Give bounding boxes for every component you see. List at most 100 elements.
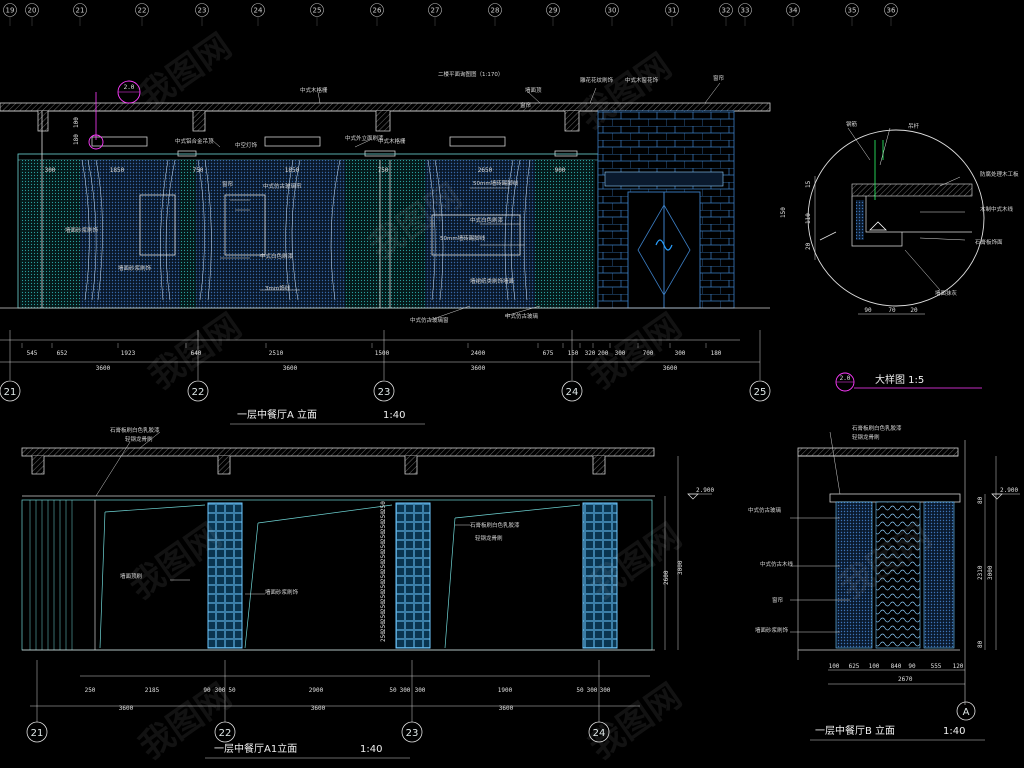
top-axis-bubble bbox=[665, 3, 679, 17]
top-axis-label: 27 bbox=[431, 7, 440, 15]
elevation-a-label: 墙面顶 bbox=[525, 86, 542, 94]
detail-callout-number: 2.0 bbox=[840, 375, 851, 382]
a1-level: 2.900 bbox=[696, 487, 714, 494]
detail-side-dim: 110 bbox=[805, 213, 812, 224]
elevation-a-top-dim: 1850 bbox=[110, 167, 125, 174]
top-axis-label: 22 bbox=[138, 7, 147, 15]
axis-bubble bbox=[187, 380, 209, 402]
top-axis-label: 33 bbox=[741, 7, 750, 15]
elevation-a-seg-dim: 700 bbox=[643, 350, 654, 357]
elevation-a1-label: 墙面顶刷 bbox=[120, 572, 143, 580]
elevation-a1-label: 石膏板刷白色乳胶漆 bbox=[470, 521, 520, 529]
a1-level-marker: 2.900 bbox=[687, 487, 714, 500]
elevation-b-seg-dim: 120 bbox=[953, 663, 964, 670]
top-axis-label: 21 bbox=[76, 7, 85, 15]
top-axis-bubble bbox=[370, 3, 384, 17]
axis-bubble bbox=[0, 380, 21, 402]
elevation-a1-label: 墙面砂浆刷饰 bbox=[265, 588, 299, 596]
elevation-a1-col-dim: 250 bbox=[380, 601, 387, 612]
elevation-a1-seg-dim: 50 bbox=[576, 687, 584, 694]
top-axis-bubble bbox=[428, 3, 442, 17]
elevation-a-axis: 22 bbox=[192, 387, 205, 398]
elevation-a-seg-dim: 320 bbox=[585, 350, 596, 357]
elevation-a-seg-dim: 300 bbox=[675, 350, 686, 357]
detail-dim: 90 bbox=[864, 307, 872, 314]
top-axis-bubble bbox=[605, 3, 619, 17]
elevation-a1-axis: 22 bbox=[219, 728, 232, 739]
elevation-a-inner-dim: 750 bbox=[193, 167, 204, 174]
axis-bubble bbox=[26, 721, 48, 743]
b-axis-label: A bbox=[963, 707, 970, 718]
elevation-a1-col-dim: 250 bbox=[380, 521, 387, 532]
elevation-a1-side-dim: 3000 bbox=[677, 560, 684, 575]
elevation-a-seg-dim: 2400 bbox=[471, 350, 486, 357]
top-axis-bubble bbox=[135, 3, 149, 17]
elevation-a1-col-dim: 250 bbox=[380, 561, 387, 572]
elevation-a1-axis: 21 bbox=[31, 728, 44, 739]
elevation-a-axis: 23 bbox=[378, 387, 391, 398]
detail-label: 木制中式木线 bbox=[980, 205, 1014, 213]
elevation-a-inner-dim: 300 bbox=[45, 167, 56, 174]
axis-bubble bbox=[214, 721, 236, 743]
top-axis-label: 30 bbox=[608, 7, 617, 15]
b-total-dim: 2670 bbox=[898, 676, 913, 683]
axis-bubble bbox=[561, 380, 583, 402]
elevation-a1-col-dim: 250 bbox=[380, 621, 387, 632]
elevation-a-label: 中式木窗花饰 bbox=[625, 76, 659, 84]
elevation-a-label: 窗帘 bbox=[713, 74, 725, 82]
elevation-a-label: 窗帘 bbox=[520, 101, 532, 109]
elevation-a1-seg-dim: 300 bbox=[415, 687, 426, 694]
elevation-a-label: 50mm墙砖踢脚线 bbox=[473, 179, 519, 187]
elevation-a-seg-dim: 640 bbox=[191, 350, 202, 357]
elevation-a1-module-dim: 3600 bbox=[311, 705, 326, 712]
elevation-b-label: 中式仿古木线 bbox=[760, 560, 794, 568]
detail-side-dim: 150 bbox=[780, 207, 787, 218]
top-axis-bubble bbox=[3, 3, 17, 17]
detail-label: 钢筋 bbox=[846, 120, 858, 128]
top-axis-label: 20 bbox=[28, 7, 37, 15]
elevation-b-seg-dim: 625 bbox=[849, 663, 860, 670]
elevation-a1-module-dim: 3600 bbox=[499, 705, 514, 712]
elevation-a-seg-dim: 300 bbox=[615, 350, 626, 357]
b-level: 2.900 bbox=[1000, 487, 1018, 494]
elevation-a-axis: 21 bbox=[4, 387, 17, 398]
top-axis-bubble bbox=[251, 3, 265, 17]
elevation-a1-module-dim: 3600 bbox=[119, 705, 134, 712]
elevation-a-label: 墙裙纸类刷饰墙面 bbox=[470, 277, 515, 285]
top-axis-bubble bbox=[786, 3, 800, 17]
elevation-a-label: 中式铝合金吊顶 bbox=[175, 137, 214, 145]
top-axis-bubble bbox=[195, 3, 209, 17]
elevation-b-scale: 1:40 bbox=[943, 726, 965, 737]
elevation-a-seg-dim: 2510 bbox=[269, 350, 284, 357]
elevation-a-top-dim: 2650 bbox=[478, 167, 493, 174]
elevation-a1-col-dim: 250 bbox=[380, 511, 387, 522]
top-axis-bubble bbox=[25, 3, 39, 17]
elevation-a-module-dim: 3600 bbox=[96, 365, 111, 372]
top-axis-label: 34 bbox=[789, 7, 798, 15]
top-axis-bubble bbox=[546, 3, 560, 17]
elevation-b-label: 中式仿古玻璃 bbox=[748, 506, 782, 514]
elevation-b-seg-dim: 100 bbox=[869, 663, 880, 670]
elevation-a-seg-dim: 1500 bbox=[375, 350, 390, 357]
callout-number: 2.0 bbox=[124, 84, 135, 91]
axis-bubble bbox=[749, 380, 771, 402]
elevation-a1-seg-dim: 300 bbox=[600, 687, 611, 694]
axis-bubble bbox=[401, 721, 423, 743]
elevation-a-scale: 1:40 bbox=[383, 410, 405, 421]
elevation-b-label: 墙面砂浆刷饰 bbox=[755, 626, 789, 634]
elevation-a-inner-dim: 900 bbox=[555, 167, 566, 174]
top-axis-bubble bbox=[488, 3, 502, 17]
elevation-a-module-dim: 3600 bbox=[663, 365, 678, 372]
elevation-a-module-dim: 3600 bbox=[471, 365, 486, 372]
elevation-a1-col-dim: 250 bbox=[380, 501, 387, 512]
elevation-a-label: 中式外立面刷漆 bbox=[345, 134, 384, 142]
elevation-a1-scale: 1:40 bbox=[360, 744, 382, 755]
detail-label: 吊杆 bbox=[908, 122, 920, 130]
elevation-a-label: 50mm墙砖踢脚线 bbox=[440, 234, 486, 242]
elevation-a-module-dim: 3600 bbox=[283, 365, 298, 372]
detail-title: 大样图 1:5 bbox=[875, 373, 924, 386]
elevation-a-seg-dim: 1923 bbox=[121, 350, 136, 357]
elevation-a-label: 中式白色刷漆 bbox=[260, 252, 294, 260]
plan-note: 二楼平面询图图（1:170） bbox=[438, 70, 503, 78]
